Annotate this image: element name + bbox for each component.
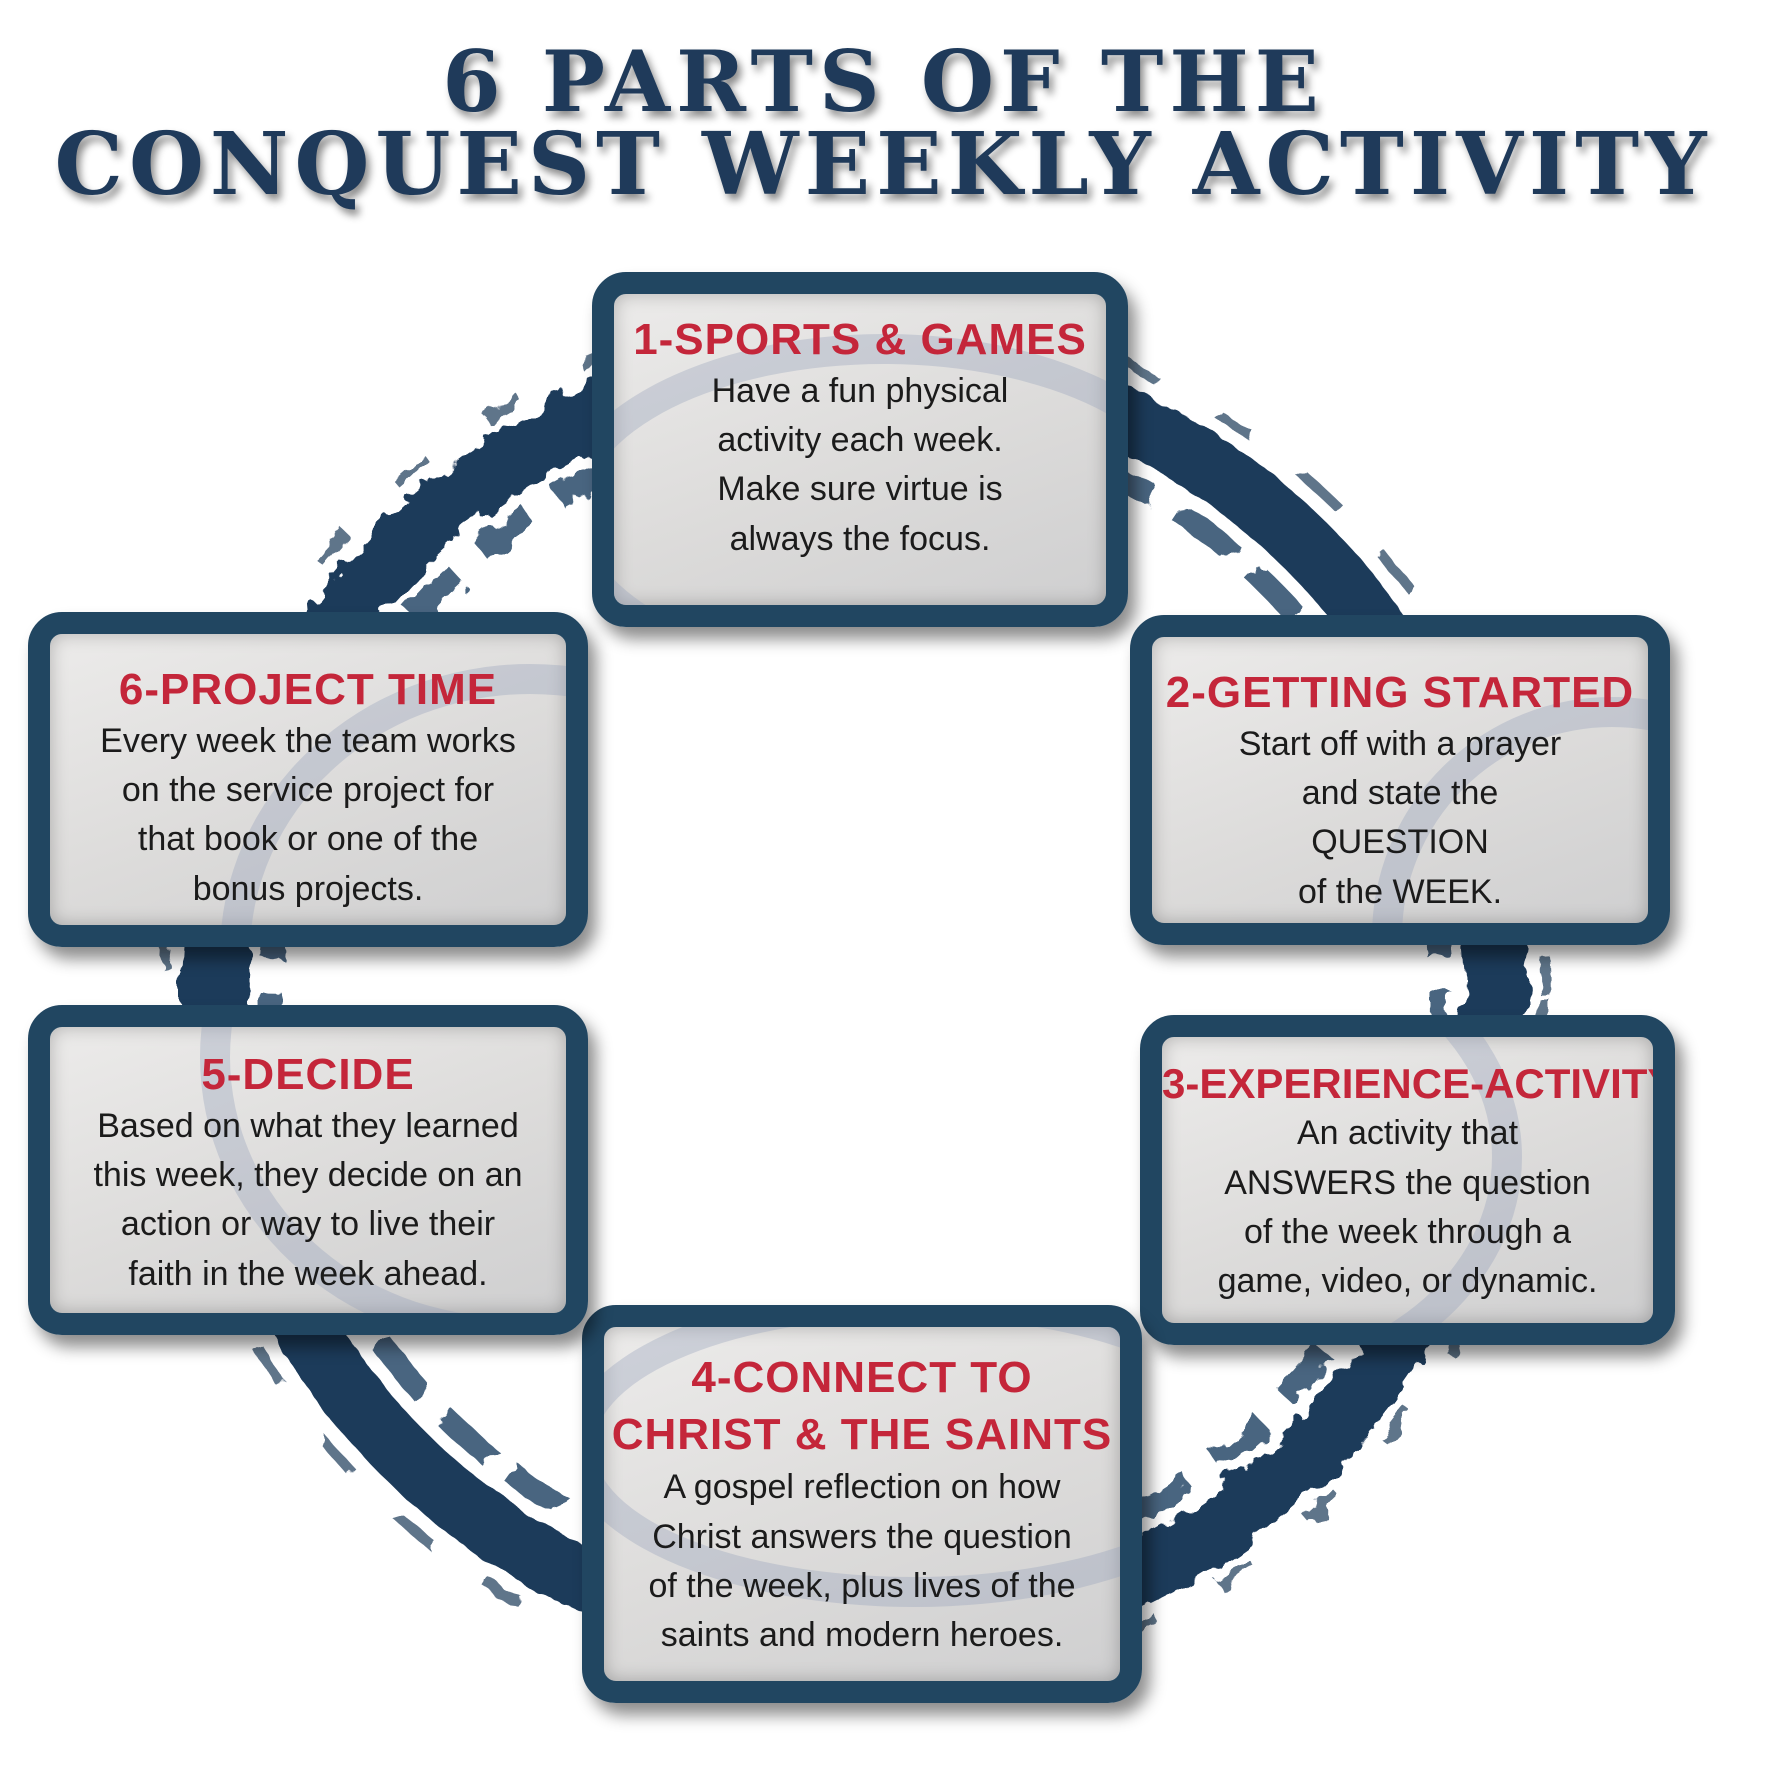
step-description: An activity that ANSWERS the question of… (1217, 1114, 1598, 1301)
step-title: 1-Sports & Games (633, 315, 1087, 364)
step-description: Have a fun physical activity each week. … (711, 371, 1009, 558)
ring-stroke-edge (160, 305, 1550, 1695)
step-description: Start off with a prayer and state the QU… (1238, 724, 1562, 911)
step-description: Every week the team works on the service… (100, 721, 516, 908)
step-title: 3-Experience-activity (1162, 1060, 1675, 1107)
step-card-sports-games: 1-Sports & Games Have a fun physical act… (592, 272, 1128, 627)
step-title: 2-Getting Started (1165, 668, 1635, 717)
step-card-getting-started: 2-Getting Started Start off with a praye… (1130, 615, 1670, 945)
step-title: 6-Project Time (118, 665, 498, 714)
step-description: A gospel reflection on how Christ answer… (648, 1468, 1076, 1655)
step-title-line-2: Christ & the saints (611, 1410, 1113, 1460)
step-description: Based on what they learned this week, th… (93, 1106, 523, 1293)
title-line-1: 6 PARTS OF THE (442, 32, 1325, 131)
step-card-connect-to-christ: 4-Connect to Christ & the saints A gospe… (582, 1305, 1142, 1703)
title-line-2: CONQUEST WEEKLY ACTIVITY (54, 114, 1713, 215)
step-title: 5-Decide (201, 1050, 415, 1099)
step-card-experience-activity: 3-Experience-activity An activity that A… (1140, 1015, 1675, 1345)
step-card-project-time: 6-Project Time Every week the team works… (28, 612, 588, 947)
step-title-line-1: 4-Connect to (691, 1353, 1033, 1402)
step-card-decide: 5-Decide Based on what they learned this… (28, 1005, 588, 1335)
